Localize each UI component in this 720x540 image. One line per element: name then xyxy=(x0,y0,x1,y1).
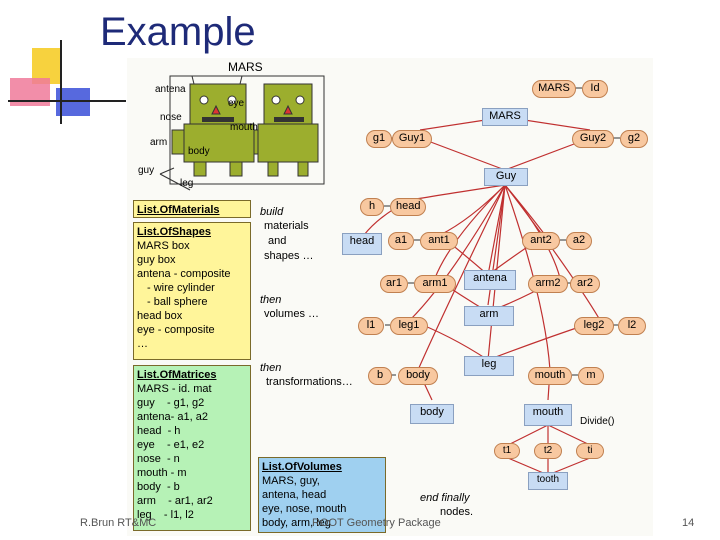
node-antena-volume: antena xyxy=(464,270,516,290)
node-ant1: ant1 xyxy=(420,232,458,250)
volumes-box: List.OfVolumes MARS, guy, antena, head e… xyxy=(258,457,386,533)
node-g1: g1 xyxy=(366,130,392,148)
matrices-box: List.OfMatrices MARS - id. mat guy - g1,… xyxy=(133,365,251,531)
page-number: 14 xyxy=(682,517,695,529)
robot-label-mouth: mouth xyxy=(230,122,258,133)
materials-box: List.OfMaterials xyxy=(133,200,251,218)
shapes-line: head box xyxy=(137,310,183,322)
node-l2: l2 xyxy=(618,317,646,335)
robot-label-antena: antena xyxy=(155,84,186,95)
node-guy1: Guy1 xyxy=(392,130,432,148)
matrices-line: eye - e1, e2 xyxy=(137,439,205,451)
node-h: h xyxy=(360,198,384,216)
matrices-line: antena- a1, a2 xyxy=(137,411,208,423)
node-mouth: mouth xyxy=(528,367,572,385)
matrices-line: nose - n xyxy=(137,453,180,465)
node-l1: l1 xyxy=(358,317,384,335)
node-ar2: ar2 xyxy=(570,275,600,293)
node-guy2: Guy2 xyxy=(572,130,614,148)
node-mars-top: MARS xyxy=(532,80,576,98)
node-g2: g2 xyxy=(620,130,648,148)
node-head-volume: head xyxy=(342,233,382,255)
deco-vertical-line xyxy=(60,40,62,124)
robot-label-eye: eye xyxy=(228,98,245,109)
volumes-line: MARS, guy, xyxy=(262,475,320,487)
robot-title: MARS xyxy=(228,60,263,74)
annotation-build-line: shapes … xyxy=(264,250,314,262)
matrices-line: MARS - id. mat xyxy=(137,383,212,395)
node-t2: t2 xyxy=(534,443,562,459)
node-body-volume: body xyxy=(410,404,454,424)
shapes-line: guy box xyxy=(137,254,176,266)
annotation-build-line: and xyxy=(268,235,287,247)
footer-center: ROOT Geometry Package xyxy=(312,517,441,529)
matrices-line: leg - l1, l2 xyxy=(137,509,194,521)
robot-label-leg: leg xyxy=(180,178,194,189)
node-arm-volume: arm xyxy=(464,306,514,326)
node-mouth-volume: mouth xyxy=(524,404,572,426)
node-b: b xyxy=(368,367,392,385)
annotation-then-volumes: then xyxy=(260,294,282,306)
shapes-header: List.OfShapes xyxy=(137,226,211,238)
annotation-volumes: volumes … xyxy=(264,308,320,320)
matrices-line: body - b xyxy=(137,481,180,493)
matrices-header: List.OfMatrices xyxy=(137,369,217,381)
annotation-then-transforms: then xyxy=(260,362,282,374)
divide-label: Divide() xyxy=(580,416,615,427)
node-a2: a2 xyxy=(566,232,592,250)
matrices-line: head - h xyxy=(137,425,181,437)
robot-drawing xyxy=(159,75,325,191)
shapes-line: antena - composite xyxy=(137,268,231,280)
shapes-line: … xyxy=(137,338,148,350)
shapes-line: eye - composite xyxy=(137,324,215,336)
shapes-box: List.OfShapes MARS box guy box antena - … xyxy=(133,222,251,360)
node-tooth-volume: tooth xyxy=(528,472,568,490)
volumes-line: body, arm, leg xyxy=(262,517,331,529)
slide-title: Example xyxy=(100,10,256,54)
node-id: Id xyxy=(582,80,608,98)
annotation-end: end finally xyxy=(420,492,470,504)
annotation-end-nodes: nodes. xyxy=(440,506,474,518)
node-a1: a1 xyxy=(388,232,414,250)
node-mars: MARS xyxy=(482,108,528,126)
matrices-line: guy - g1, g2 xyxy=(137,397,205,409)
shapes-line: - ball sphere xyxy=(147,296,208,308)
volumes-line: antena, head xyxy=(262,489,327,501)
node-leg1: leg1 xyxy=(390,317,428,335)
annotation-build-line: materials xyxy=(264,220,309,232)
matrices-line: mouth - m xyxy=(137,467,187,479)
volumes-header: List.OfVolumes xyxy=(262,461,342,473)
node-arm2: arm2 xyxy=(528,275,568,293)
node-ant2: ant2 xyxy=(522,232,560,250)
node-t1: t1 xyxy=(494,443,520,459)
node-leg2: leg2 xyxy=(574,317,614,335)
volumes-line: eye, nose, mouth xyxy=(262,503,347,515)
node-body: body xyxy=(398,367,438,385)
node-m: m xyxy=(578,367,604,385)
node-arm1: arm1 xyxy=(414,275,456,293)
shapes-line: - wire cylinder xyxy=(147,282,215,294)
node-ti: ti xyxy=(576,443,604,459)
robot-label-arm: arm xyxy=(150,137,168,148)
node-head: head xyxy=(390,198,426,216)
deco-horizontal-line xyxy=(8,100,126,102)
robot-label-body: body xyxy=(188,146,210,157)
annotation-transformations: transformations… xyxy=(266,376,353,388)
robot-label-guy: guy xyxy=(138,165,155,176)
shapes-line: MARS box xyxy=(137,240,190,252)
robot-label-nose: nose xyxy=(160,112,182,123)
footer-left: R.Brun RT&MC xyxy=(80,517,157,529)
annotation-build: build xyxy=(260,206,284,218)
node-leg-volume: leg xyxy=(464,356,514,376)
node-ar1: ar1 xyxy=(380,275,408,293)
node-guy: Guy xyxy=(484,168,528,186)
matrices-line: arm - ar1, ar2 xyxy=(137,495,213,507)
materials-header: List.OfMaterials xyxy=(137,204,220,216)
